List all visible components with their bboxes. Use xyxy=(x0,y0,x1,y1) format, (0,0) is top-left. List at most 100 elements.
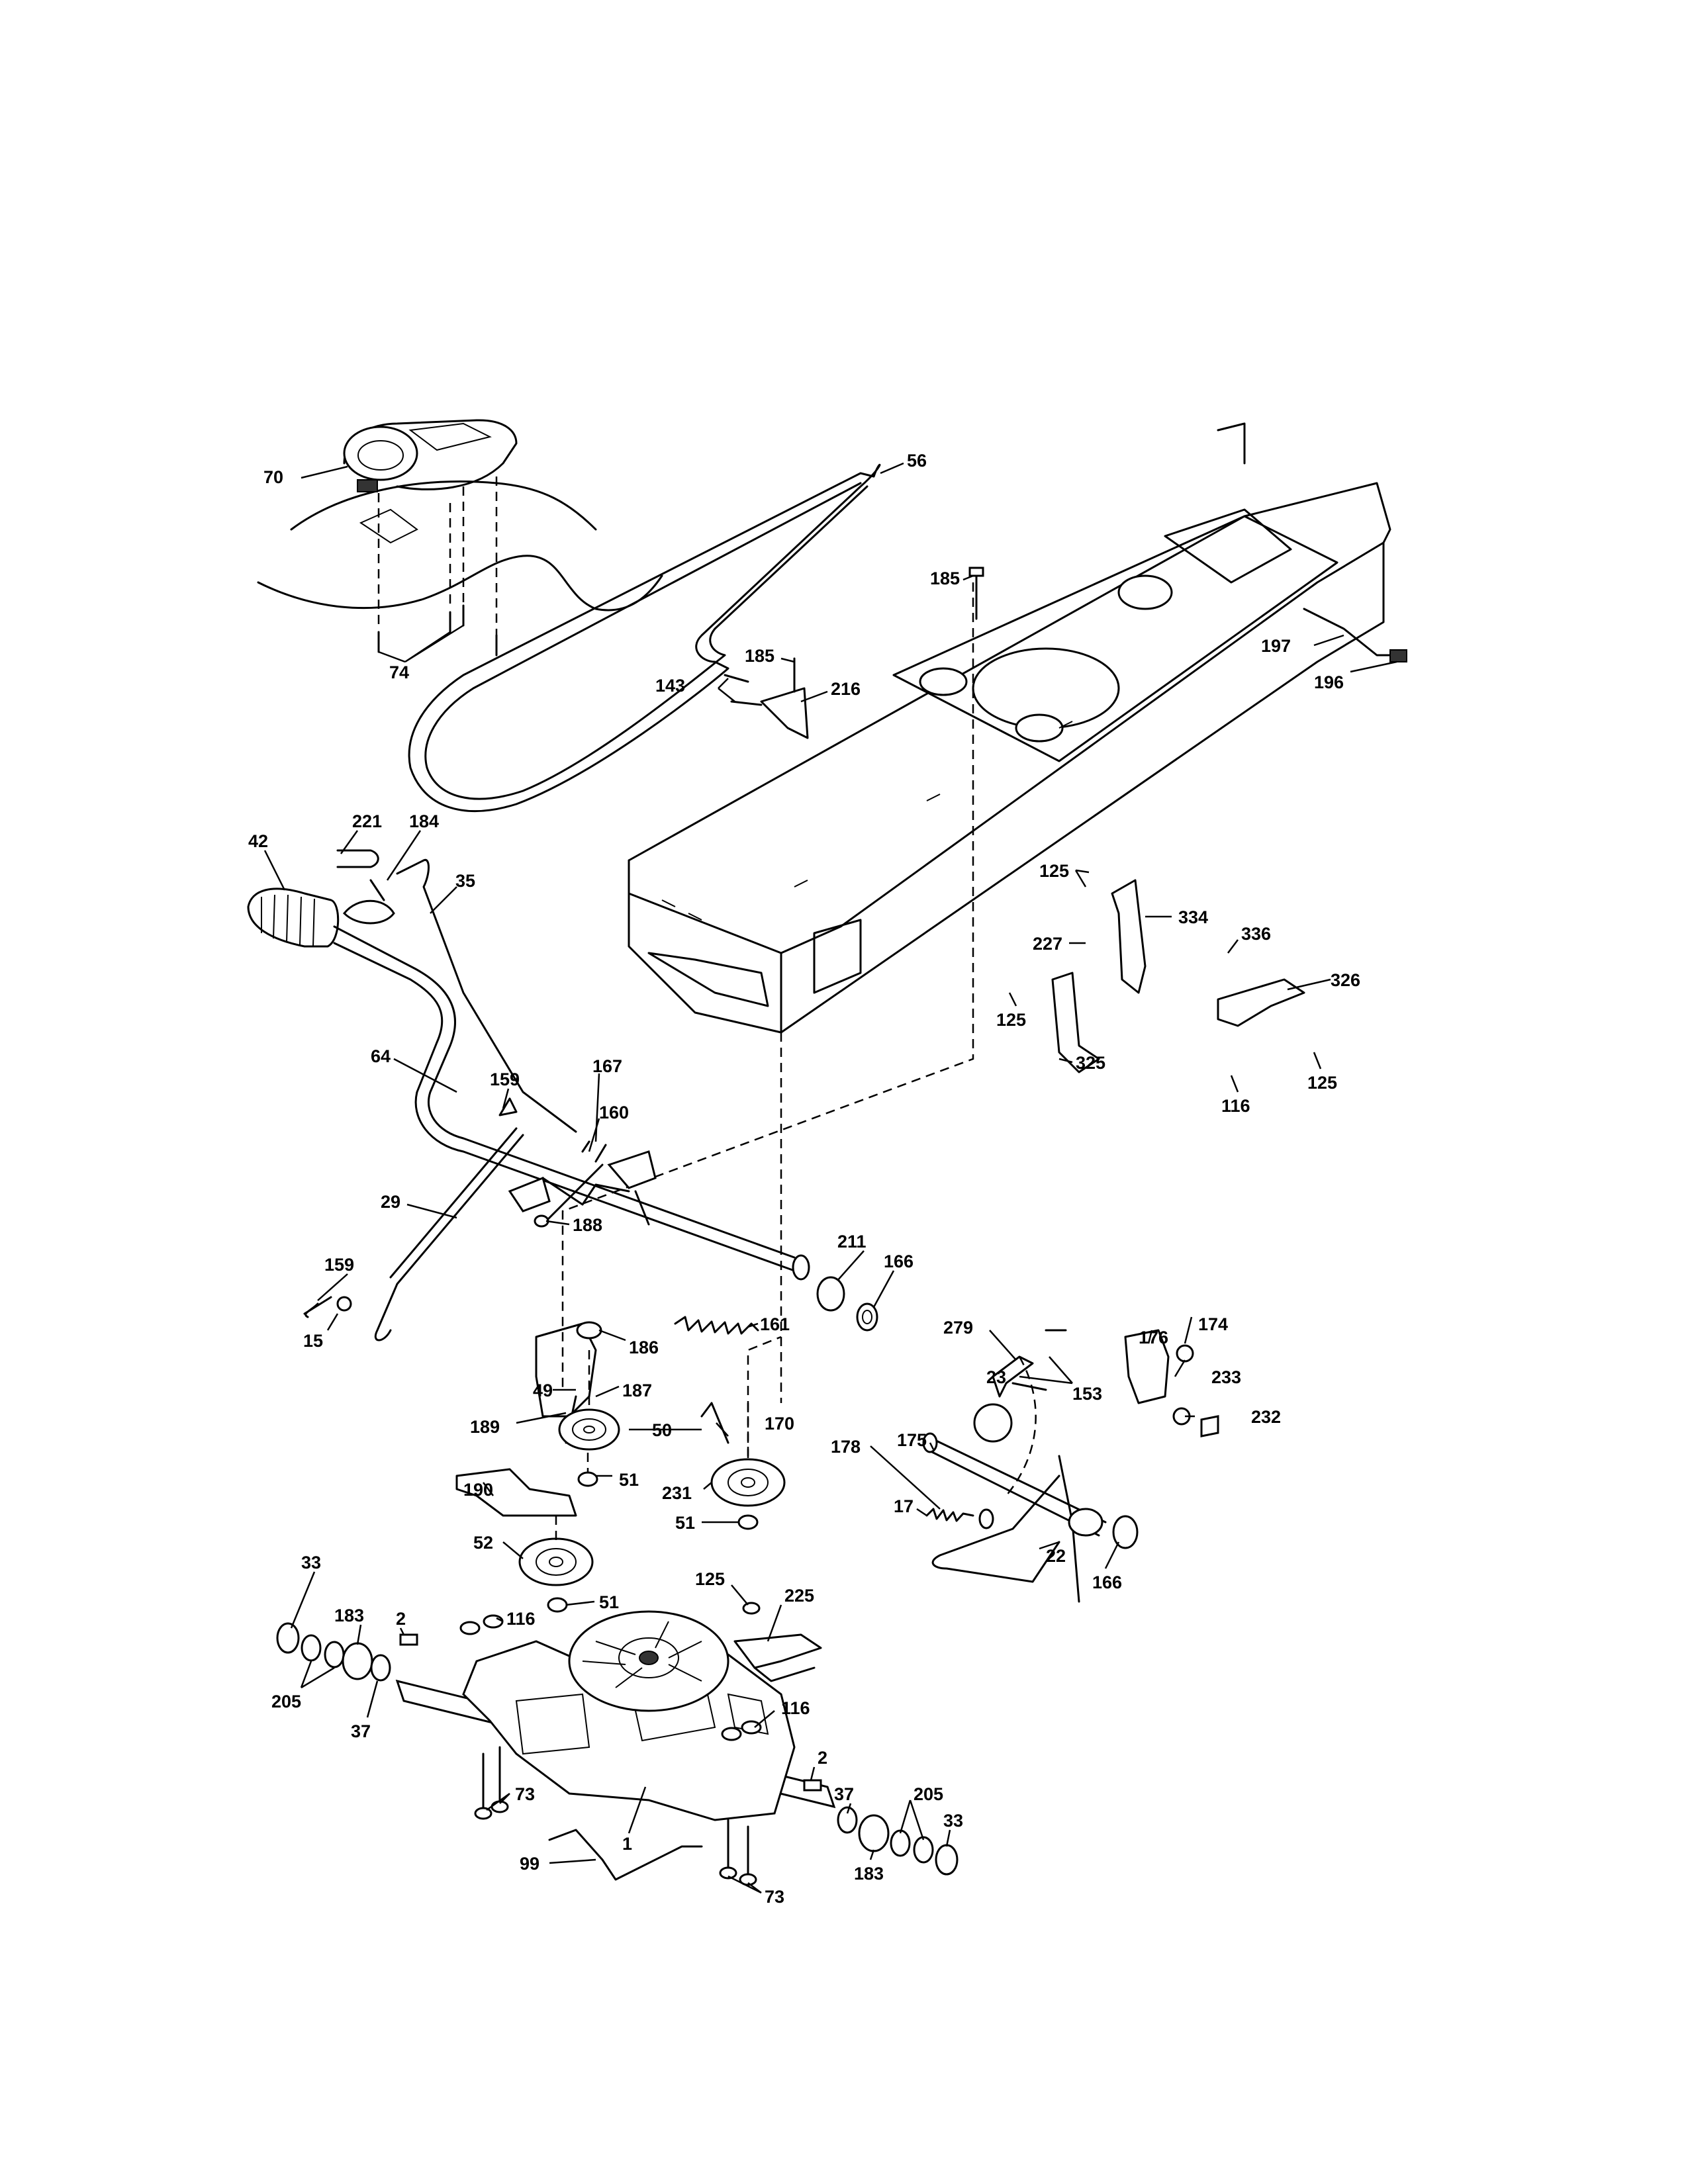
label-205b: 205 xyxy=(914,1784,943,1804)
label-166b: 166 xyxy=(1092,1572,1122,1592)
label-2a: 2 xyxy=(396,1609,406,1629)
spring-17 xyxy=(925,1508,994,1529)
label-231: 231 xyxy=(662,1483,692,1503)
label-33a: 33 xyxy=(301,1553,321,1572)
label-35: 35 xyxy=(455,871,475,891)
label-325: 325 xyxy=(1076,1053,1105,1073)
drive-belt xyxy=(408,463,881,812)
label-166a: 166 xyxy=(884,1251,914,1271)
transaxle-bracket-225 xyxy=(733,1633,822,1682)
brake-rod-197 xyxy=(1303,608,1407,662)
label-125b: 125 xyxy=(996,1010,1026,1030)
label-232: 232 xyxy=(1251,1407,1281,1427)
label-1: 1 xyxy=(622,1834,632,1854)
label-233: 233 xyxy=(1211,1367,1241,1387)
bracket-216 xyxy=(724,657,809,739)
bracket-325 xyxy=(1051,972,1100,1073)
label-50: 50 xyxy=(652,1420,672,1440)
label-336: 336 xyxy=(1241,924,1271,944)
label-183b: 183 xyxy=(854,1864,884,1884)
bracket-326 xyxy=(1217,978,1305,1027)
label-51c: 51 xyxy=(599,1592,619,1612)
leader-lines xyxy=(263,462,1397,1894)
bolts-73-116 xyxy=(459,1602,762,1886)
label-23: 23 xyxy=(986,1367,1006,1387)
label-17: 17 xyxy=(894,1496,914,1516)
label-190: 190 xyxy=(463,1480,493,1500)
label-189: 189 xyxy=(470,1417,500,1437)
pulley-52 xyxy=(518,1537,594,1586)
label-160: 160 xyxy=(599,1103,629,1122)
label-70: 70 xyxy=(263,467,283,487)
bolt-185-top xyxy=(968,567,984,620)
label-51b: 51 xyxy=(675,1513,695,1533)
label-125d: 125 xyxy=(695,1569,725,1589)
label-42: 42 xyxy=(248,831,268,851)
chassis-frame xyxy=(628,422,1391,1034)
handle-grip-42 xyxy=(247,887,340,948)
label-279: 279 xyxy=(943,1318,973,1338)
bracket-190 xyxy=(455,1468,577,1517)
label-178: 178 xyxy=(831,1437,861,1457)
rod-99 xyxy=(548,1829,703,1881)
label-159b: 159 xyxy=(324,1255,354,1275)
label-167: 167 xyxy=(592,1056,622,1076)
label-216: 216 xyxy=(831,679,861,699)
spacer-211-washer-166 xyxy=(816,1276,878,1332)
label-2b: 2 xyxy=(818,1748,827,1768)
label-176: 176 xyxy=(1139,1328,1168,1347)
callout-labels: 70 56 74 185 185 216 143 197 196 221 184… xyxy=(248,451,1360,1907)
shift-lever-64 xyxy=(333,925,810,1281)
label-185a: 185 xyxy=(930,569,960,588)
label-186: 186 xyxy=(629,1338,659,1357)
pivot-bracket xyxy=(508,1150,657,1226)
label-334: 334 xyxy=(1178,907,1208,927)
label-170: 170 xyxy=(765,1414,794,1433)
spring-161 xyxy=(674,1316,759,1335)
label-125a: 125 xyxy=(1039,861,1069,881)
rod-35 xyxy=(396,858,577,1133)
label-15: 15 xyxy=(303,1331,323,1351)
shaft-175-arm-22 xyxy=(922,1432,1139,1603)
pulley-50 xyxy=(558,1408,620,1451)
rod-29 xyxy=(374,1127,524,1342)
label-225: 225 xyxy=(784,1586,814,1606)
label-143: 143 xyxy=(655,676,685,696)
rod-188 xyxy=(534,1163,604,1228)
label-116b: 116 xyxy=(506,1609,536,1629)
label-185b: 185 xyxy=(745,646,774,666)
label-37a: 37 xyxy=(351,1721,371,1741)
label-211: 211 xyxy=(837,1232,867,1251)
label-33b: 33 xyxy=(943,1811,963,1831)
label-22: 22 xyxy=(1046,1546,1066,1566)
dash-screws xyxy=(377,477,498,657)
label-205a: 205 xyxy=(271,1692,301,1711)
axle-hardware-left xyxy=(276,1622,418,1682)
label-99: 99 xyxy=(520,1854,539,1874)
label-64: 64 xyxy=(371,1046,391,1066)
transaxle-1 xyxy=(395,1610,836,1821)
dash-panel-part xyxy=(257,419,663,612)
label-116a: 116 xyxy=(1221,1096,1250,1116)
label-187: 187 xyxy=(622,1381,652,1400)
label-49: 49 xyxy=(533,1381,553,1400)
label-196: 196 xyxy=(1314,672,1344,692)
label-159a: 159 xyxy=(490,1069,520,1089)
label-74: 74 xyxy=(389,662,409,682)
label-326: 326 xyxy=(1331,970,1360,990)
label-73a: 73 xyxy=(515,1784,535,1804)
label-153: 153 xyxy=(1072,1384,1102,1404)
label-56: 56 xyxy=(907,451,927,471)
label-221: 221 xyxy=(352,811,382,831)
label-161: 161 xyxy=(760,1314,790,1334)
label-183a: 183 xyxy=(334,1606,364,1625)
label-174: 174 xyxy=(1198,1314,1228,1334)
label-188: 188 xyxy=(573,1215,602,1235)
label-116c: 116 xyxy=(781,1698,810,1718)
label-175: 175 xyxy=(897,1430,927,1450)
label-51a: 51 xyxy=(619,1470,639,1490)
label-37b: 37 xyxy=(834,1784,854,1804)
bracket-334 xyxy=(1111,879,1147,994)
label-227: 227 xyxy=(1033,934,1062,954)
